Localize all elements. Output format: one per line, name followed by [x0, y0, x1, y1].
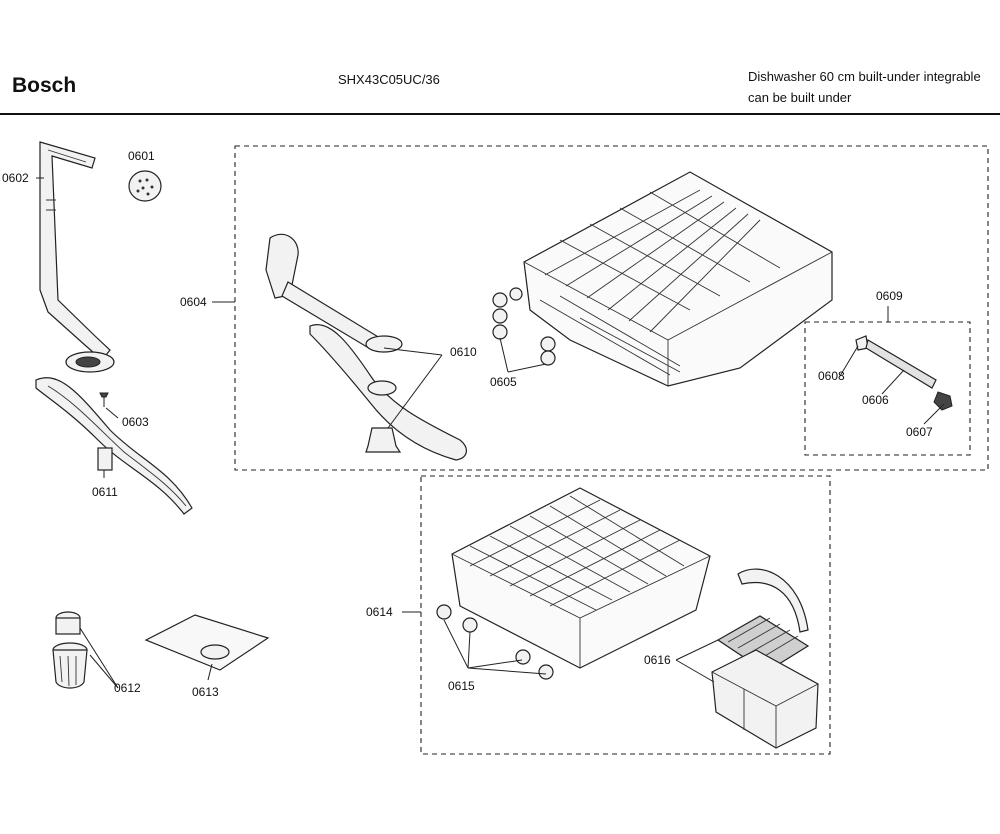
part-label-0611: 0611 — [92, 485, 118, 499]
part-label-0615: 0615 — [448, 679, 475, 693]
part-label-0602: 0602 — [2, 171, 29, 185]
part-label-0616: 0616 — [644, 653, 671, 667]
lower-spray-arm-drawing — [35, 377, 193, 515]
leader-lines — [36, 177, 945, 689]
screw-drawing — [99, 392, 109, 407]
part-label-0613: 0613 — [192, 685, 219, 699]
part-label-0608: 0608 — [818, 369, 845, 383]
upper-rack-group-box — [234, 145, 989, 471]
header-rule — [0, 113, 1000, 115]
upper-rack-drawing — [523, 171, 833, 387]
upper-spray-arm-drawing — [309, 324, 467, 461]
cutlery-basket-drawing — [711, 568, 819, 749]
rack-adjuster-drawing — [855, 335, 953, 411]
part-label-0610: 0610 — [450, 345, 477, 359]
appliance-description-line1: Dishwasher 60 cm built-under integrable — [748, 69, 981, 84]
filter-drawing — [52, 611, 88, 689]
part-label-0604: 0604 — [180, 295, 207, 309]
lower-rack-drawing — [451, 487, 711, 669]
appliance-description-line2: can be built under — [748, 90, 852, 105]
upper-rack-rollers-drawing — [492, 287, 556, 366]
part-label-0609: 0609 — [876, 289, 903, 303]
part-label-0614: 0614 — [366, 605, 393, 619]
model-number: SHX43C05UC/36 — [338, 72, 440, 87]
part-label-0606: 0606 — [862, 393, 889, 407]
fine-filter-plate-drawing — [144, 614, 270, 671]
spray-arm-supply-pipe-drawing — [39, 141, 115, 373]
upper-spray-arm-pipe-drawing — [265, 233, 403, 353]
part-label-0612: 0612 — [114, 681, 141, 695]
part-label-0607: 0607 — [906, 425, 933, 439]
lower-rack-group-box — [420, 475, 831, 755]
part-label-0605: 0605 — [490, 375, 517, 389]
spray-nozzle-cap-drawing — [128, 170, 162, 202]
part-label-0601: 0601 — [128, 149, 155, 163]
brand-name: Bosch — [12, 74, 77, 97]
part-label-0603: 0603 — [122, 415, 149, 429]
